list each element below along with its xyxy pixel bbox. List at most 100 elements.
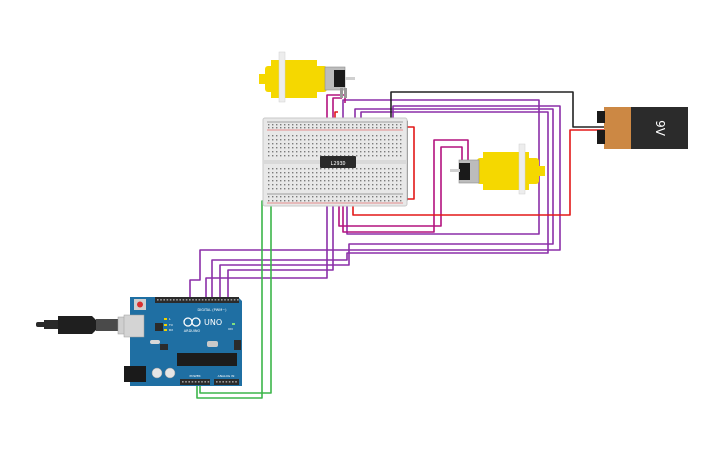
breadboard-hole[interactable] [380,168,382,170]
breadboard-hole[interactable] [284,124,286,126]
breadboard-hole[interactable] [364,200,366,202]
breadboard-hole[interactable] [340,151,342,153]
breadboard-hole[interactable] [360,176,362,178]
breadboard-hole[interactable] [392,135,394,137]
breadboard-hole[interactable] [324,180,326,182]
breadboard-hole[interactable] [272,155,274,157]
breadboard-hole[interactable] [340,124,342,126]
header-pin[interactable] [185,381,187,383]
breadboard-hole[interactable] [292,180,294,182]
wire-purple-5[interactable] [227,194,334,298]
breadboard-hole[interactable] [296,139,298,141]
breadboard-hole[interactable] [300,168,302,170]
breadboard-hole[interactable] [328,188,330,190]
header-pin[interactable] [198,381,200,383]
breadboard-hole[interactable] [328,176,330,178]
header-pin[interactable] [182,299,185,301]
breadboard-hole[interactable] [376,155,378,157]
breadboard-hole[interactable] [352,139,354,141]
breadboard-hole[interactable] [308,200,310,202]
header-pin[interactable] [176,299,178,301]
breadboard-hole[interactable] [344,139,346,141]
breadboard-hole[interactable] [332,196,334,198]
breadboard-hole[interactable] [380,127,382,129]
breadboard-hole[interactable] [288,127,290,129]
breadboard-hole[interactable] [384,147,386,149]
header-pin[interactable] [235,381,237,383]
breadboard-hole[interactable] [268,151,270,153]
breadboard-hole[interactable] [276,176,278,178]
breadboard-hole[interactable] [388,200,390,202]
breadboard-hole[interactable] [356,127,358,129]
breadboard-hole[interactable] [348,176,350,178]
dc-motor-right[interactable] [450,143,545,195]
breadboard-hole[interactable] [352,176,354,178]
header-pin[interactable] [191,381,194,383]
breadboard-hole[interactable] [376,196,378,198]
breadboard-hole[interactable] [388,184,390,186]
breadboard-hole[interactable] [324,127,326,129]
breadboard-hole[interactable] [396,168,398,170]
breadboard-hole[interactable] [372,172,374,174]
breadboard-hole[interactable] [324,196,326,198]
breadboard-hole[interactable] [276,172,278,174]
breadboard-hole[interactable] [340,147,342,149]
wire-red-2[interactable] [352,129,604,216]
breadboard-hole[interactable] [384,139,386,141]
breadboard-hole[interactable] [384,127,386,129]
breadboard-hole[interactable] [380,188,382,190]
breadboard-hole[interactable] [344,172,346,174]
breadboard-hole[interactable] [312,151,314,153]
breadboard-hole[interactable] [316,176,318,178]
breadboard-hole[interactable] [328,184,330,186]
breadboard-hole[interactable] [352,155,354,157]
breadboard-hole[interactable] [384,172,386,174]
breadboard-hole[interactable] [328,143,330,145]
breadboard-hole[interactable] [396,176,398,178]
breadboard-hole[interactable] [352,143,354,145]
battery-9v[interactable]: 9V [597,107,688,149]
breadboard-hole[interactable] [376,168,378,170]
breadboard-hole[interactable] [276,200,278,202]
breadboard-hole[interactable] [308,155,310,157]
breadboard-hole[interactable] [336,124,338,126]
breadboard-hole[interactable] [296,151,298,153]
breadboard-hole[interactable] [348,135,350,137]
breadboard-hole[interactable] [308,143,310,145]
breadboard-hole[interactable] [364,151,366,153]
breadboard-hole[interactable] [292,127,294,129]
breadboard-hole[interactable] [280,180,282,182]
breadboard-hole[interactable] [376,135,378,137]
breadboard-hole[interactable] [320,135,322,137]
header-pin[interactable] [195,299,197,301]
breadboard-hole[interactable] [284,172,286,174]
breadboard-hole[interactable] [376,143,378,145]
breadboard-hole[interactable] [368,168,370,170]
breadboard-hole[interactable] [384,188,386,190]
breadboard-hole[interactable] [316,155,318,157]
breadboard-hole[interactable] [272,139,274,141]
breadboard-hole[interactable] [284,127,286,129]
breadboard-hole[interactable] [304,168,306,170]
breadboard-hole[interactable] [384,176,386,178]
breadboard-hole[interactable] [268,168,270,170]
breadboard-hole[interactable] [288,143,290,145]
breadboard-hole[interactable] [396,155,398,157]
wire-magenta-1[interactable] [326,94,346,133]
breadboard-hole[interactable] [336,196,338,198]
breadboard-hole[interactable] [304,184,306,186]
breadboard-hole[interactable] [360,147,362,149]
breadboard-hole[interactable] [392,168,394,170]
breadboard-hole[interactable] [308,135,310,137]
breadboard-hole[interactable] [344,147,346,149]
breadboard-hole[interactable] [340,188,342,190]
breadboard-hole[interactable] [400,135,402,137]
breadboard-hole[interactable] [376,200,378,202]
header-pin[interactable] [227,299,229,301]
breadboard-hole[interactable] [288,172,290,174]
breadboard-hole[interactable] [372,139,374,141]
wire-purple-4[interactable] [205,194,328,298]
breadboard-hole[interactable] [372,196,374,198]
header-pin[interactable] [160,299,162,301]
breadboard-hole[interactable] [268,147,270,149]
